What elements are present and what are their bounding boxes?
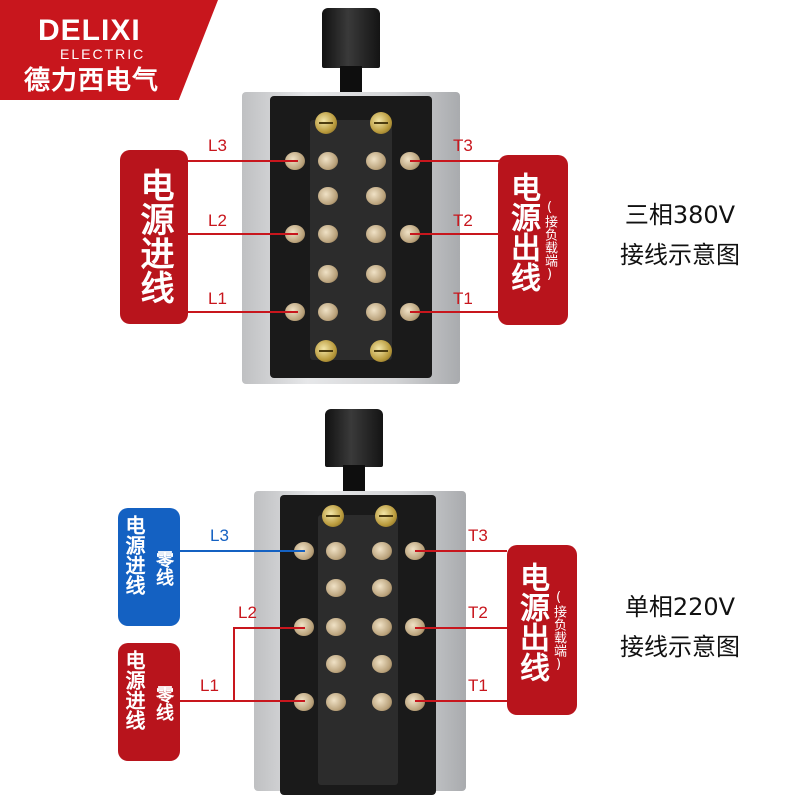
logo-cn-text: 德力西电气 (24, 66, 160, 96)
caption-title: 三相380V (624, 201, 736, 229)
wire-label-l1: L1 (200, 676, 219, 695)
terminal (326, 579, 346, 597)
wire-label-t3: T3 (468, 526, 488, 545)
caption-subtitle: 接线示意图 (620, 633, 740, 661)
wire-label-t2: T2 (453, 211, 473, 230)
terminal (372, 579, 392, 597)
output-label-box (498, 155, 568, 325)
screw (370, 340, 392, 362)
brand-logo (0, 0, 218, 100)
wire-label-t1: T1 (468, 676, 488, 695)
switch-shaft (343, 465, 365, 495)
terminal (366, 152, 386, 170)
caption-title: 单相220V (624, 593, 736, 621)
live-input-label-box (118, 643, 180, 761)
neutral-sub-label: 零线 (153, 550, 174, 586)
switch-bottom (240, 405, 470, 800)
terminal (326, 693, 346, 711)
output-note: (接负载端) (551, 590, 566, 672)
terminal (326, 618, 346, 636)
screw (370, 112, 392, 134)
switch-shaft (340, 66, 362, 96)
switch-top (230, 0, 470, 390)
terminal (366, 225, 386, 243)
input-label-box (120, 150, 188, 324)
wire-label-l3: L3 (210, 526, 229, 545)
terminal (326, 542, 346, 560)
terminal (372, 618, 392, 636)
terminal (326, 655, 346, 673)
neutral-input-label: 电源进线 (122, 515, 146, 595)
terminal (318, 265, 338, 283)
wire-label-t2: T2 (468, 603, 488, 622)
terminal (372, 693, 392, 711)
terminal (318, 225, 338, 243)
neutral-input-label-box (118, 508, 180, 626)
terminal (366, 265, 386, 283)
wire-label-l2: L2 (208, 211, 227, 230)
wire-label-l3: L3 (208, 136, 227, 155)
switch-knob (325, 409, 383, 467)
terminal (318, 303, 338, 321)
terminal (294, 693, 314, 711)
wire-label-l2: L2 (238, 603, 257, 622)
logo-brand-text: DELIXI (38, 14, 141, 47)
terminal (366, 187, 386, 205)
screw (375, 505, 397, 527)
switch-knob (322, 8, 380, 68)
output-label-box (507, 545, 577, 715)
output-label: 电源出线 (514, 562, 549, 682)
screw (315, 340, 337, 362)
input-label: 电源进线 (134, 168, 174, 304)
terminal (372, 542, 392, 560)
terminal (366, 303, 386, 321)
screw (322, 505, 344, 527)
logo-sub-text: ELECTRIC (60, 46, 146, 62)
caption-subtitle: 接线示意图 (620, 241, 740, 269)
terminal (318, 187, 338, 205)
live-sub-label: 零线 (153, 685, 174, 721)
screw (315, 112, 337, 134)
output-label: 电源出线 (505, 172, 540, 292)
output-note: (接负载端) (542, 200, 557, 282)
wire-label-t1: T1 (453, 289, 473, 308)
terminal (318, 152, 338, 170)
wire-label-l1: L1 (208, 289, 227, 308)
terminal (372, 655, 392, 673)
terminal (405, 693, 425, 711)
live-input-label: 电源进线 (122, 650, 146, 730)
wire-label-t3: T3 (453, 136, 473, 155)
